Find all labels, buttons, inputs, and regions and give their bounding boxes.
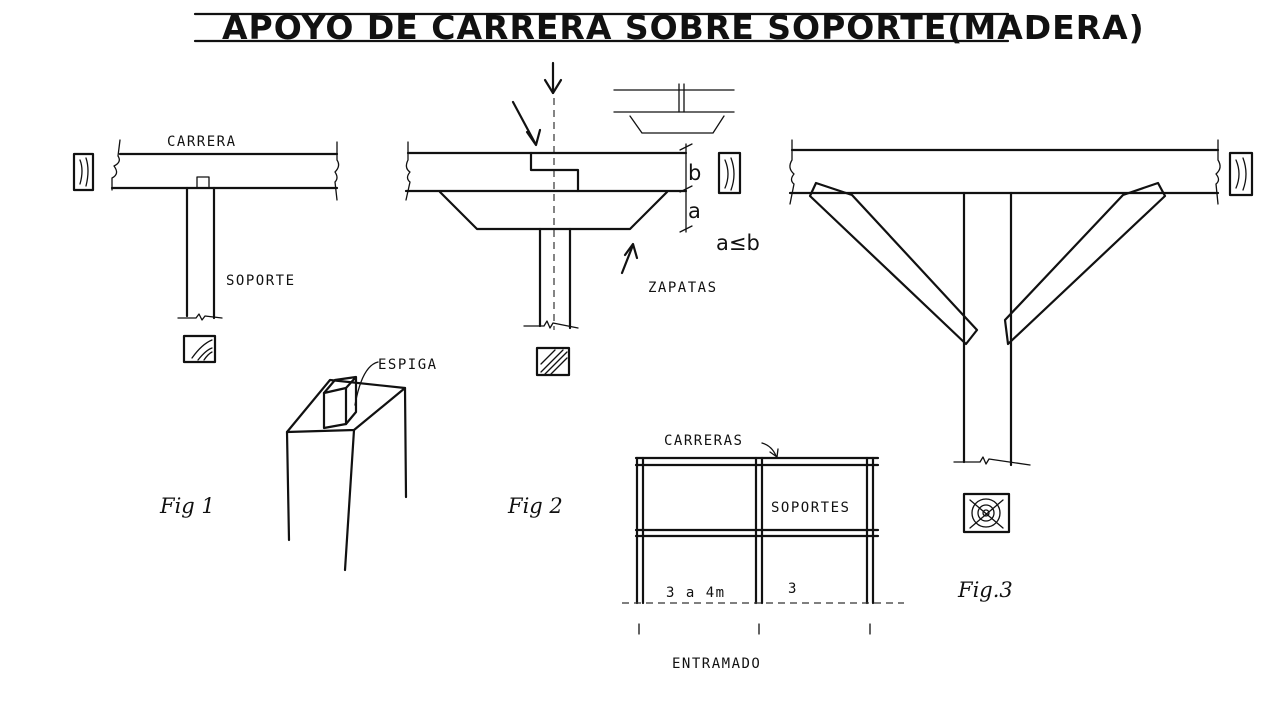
tenon-leader xyxy=(354,361,379,406)
fig1-beam-break-right xyxy=(334,141,340,201)
fig2-shoe-label: ZAPATAS xyxy=(648,280,718,296)
post-front-right-edge xyxy=(343,428,356,572)
fig2-post-break xyxy=(523,320,579,329)
fig2-joint-with-shoes: b a a≤b ZAPATAS xyxy=(404,61,760,377)
pointer-arrow-head xyxy=(525,128,542,147)
frame-elevation: CARRERAS SOPORTES 3 a 4m 3 ENTRAMADO xyxy=(622,433,904,672)
post-section-fig3 xyxy=(962,492,1011,534)
fig3-brace-left xyxy=(808,181,979,346)
fig2-beam-break-left xyxy=(405,141,411,201)
fig3-beam-break-right xyxy=(1215,139,1221,205)
fig2-dim-ticks xyxy=(679,143,693,233)
fig3-caption: Fig.3 xyxy=(957,578,1013,602)
post-section-fig1 xyxy=(182,334,217,364)
fig1-tenon-label: ESPIGA xyxy=(378,357,438,373)
frame-label: ENTRAMADO xyxy=(672,656,761,672)
post-back-right-edge xyxy=(403,386,408,499)
post-front-left-edge xyxy=(285,430,291,542)
post-section-fig1-grain xyxy=(191,339,213,361)
wood-grain-left xyxy=(79,157,89,187)
shoe-pointer-shaft xyxy=(620,243,635,275)
beam-section-left xyxy=(72,152,95,192)
frame-beams-leader xyxy=(761,442,779,458)
frame-span-2: 3 xyxy=(788,581,798,597)
frame-beams-label: CARRERAS xyxy=(664,433,743,449)
frame-posts-label: SOPORTES xyxy=(771,500,850,516)
post-section-fig3-checks xyxy=(969,499,1004,529)
fig2-caption: Fig 2 xyxy=(507,494,563,518)
fig2-condition: a≤b xyxy=(716,231,760,255)
detail-shoe xyxy=(629,115,725,134)
beam-section-fig3 xyxy=(1228,151,1254,197)
shoe-pointer-head xyxy=(623,242,639,260)
fig1-post-break xyxy=(177,313,223,321)
beam-section-fig2 xyxy=(717,151,742,195)
post-section-fig3-ring-inner xyxy=(982,509,990,517)
page-title: APOYO DE CARRERA SOBRE SOPORTE(MADERA) xyxy=(222,8,1145,47)
fig2-scarf-joint xyxy=(529,151,580,193)
fig3-brace-right xyxy=(1003,181,1167,346)
pointer-arrow-shaft xyxy=(511,100,537,145)
beam-section-fig3-grain xyxy=(1235,157,1247,191)
fig1-beam-label: CARRERA xyxy=(167,134,237,150)
detail-joint xyxy=(678,83,685,113)
post-section-fig2-hatch xyxy=(540,349,568,375)
frame-span-1: 3 a 4m xyxy=(666,585,726,601)
beam-section-fig2-grain xyxy=(724,157,735,191)
fig3-knee-braces xyxy=(788,139,1254,534)
load-arrow-head xyxy=(543,78,563,95)
fig2-shoe-block xyxy=(438,190,669,231)
fig1-post-label: SOPORTE xyxy=(226,273,296,289)
fig1-caption: Fig 1 xyxy=(159,494,215,518)
post-section-fig3-ring-outer xyxy=(971,498,1001,528)
tenon-top-side xyxy=(322,375,358,426)
fig1-beam-break-left xyxy=(111,139,121,191)
fig1-joint-elevation: CARRERA SOPORTE xyxy=(72,134,340,364)
title-group: APOYO DE CARRERA SOBRE SOPORTE(MADERA) xyxy=(193,8,1145,47)
fig2-dim-b: b xyxy=(688,161,701,185)
fig1-post-perspective: ESPIGA xyxy=(285,357,438,572)
fig3-post-break xyxy=(953,456,1031,466)
fig1-tenon xyxy=(196,176,210,189)
fig2-dim-a: a xyxy=(688,199,701,223)
post-section-fig2 xyxy=(535,346,571,377)
frame-grid-ticks xyxy=(638,623,871,635)
fig3-beam-break-left xyxy=(789,139,795,205)
post-section-fig3-ring-middle xyxy=(977,504,995,522)
tenon-front xyxy=(322,386,348,430)
